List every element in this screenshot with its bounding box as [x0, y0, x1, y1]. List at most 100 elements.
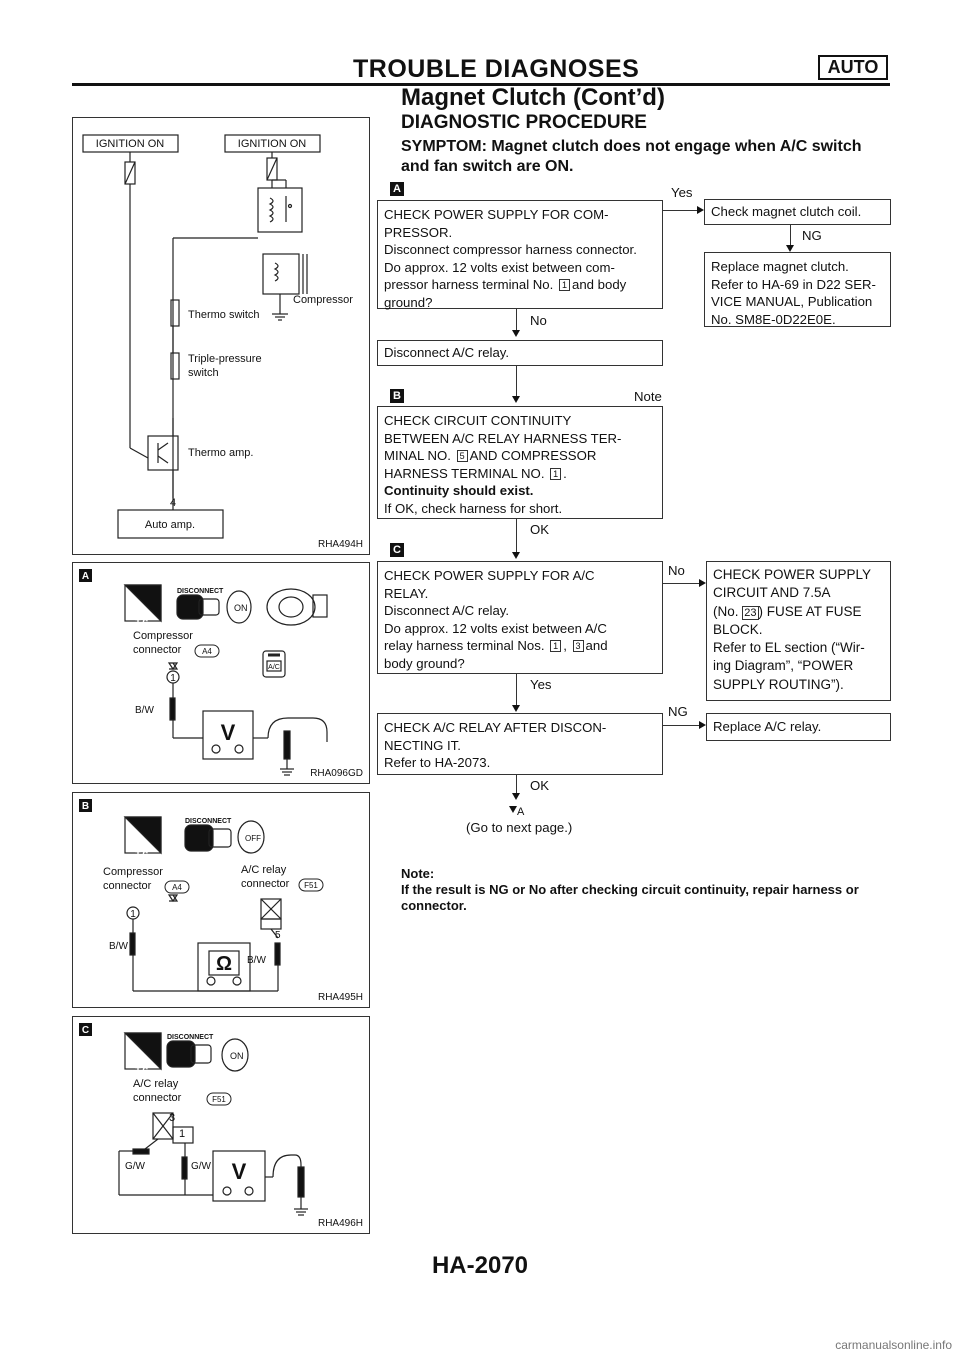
no-label: No	[530, 313, 547, 328]
flow-connector	[663, 725, 699, 726]
flow-connector	[790, 225, 791, 245]
disconnect-relay-box: Disconnect A/C relay.	[377, 340, 663, 366]
box-line: ground?	[384, 294, 433, 310]
ignition-on-label: ON	[230, 1051, 244, 1061]
arrow-down-icon	[512, 793, 520, 800]
relay-connector-code: F51	[304, 881, 318, 890]
ts-label: T.S.	[135, 850, 151, 860]
wire-color-2: B/W	[247, 955, 266, 966]
ng-label: NG	[668, 704, 688, 719]
box-line: CHECK POWER SUPPLY	[713, 567, 872, 582]
ign-label-2: IGNITION ON	[238, 138, 307, 150]
box-line: Refer to HA-69 in D22 SER-	[711, 276, 876, 292]
box-line: Disconnect A/C relay.	[384, 603, 510, 618]
arrow-down-icon	[512, 330, 520, 337]
flow-connector	[516, 366, 517, 396]
flow-connector	[516, 309, 517, 332]
arrow-down-icon	[512, 396, 520, 403]
ok-label: OK	[530, 778, 550, 793]
step-marker-b: B	[390, 389, 404, 403]
figure-c-svg: C T.S.	[79, 1023, 308, 1216]
text-part: and body	[571, 277, 627, 292]
box-line: If OK, check harness for short.	[384, 500, 563, 516]
flow-connector	[663, 210, 697, 211]
box-line: Do approx. 12 volts exist between com-	[384, 259, 615, 275]
figure-c-marker: C	[82, 1025, 89, 1036]
box-line: Do approx. 12 volts exist between A/C	[384, 620, 607, 636]
box-line: SUPPLY ROUTING”).	[713, 676, 844, 692]
note-text: If the result is NG or No after checking…	[401, 882, 859, 913]
flow-connector	[516, 775, 517, 795]
thermo-amp-label: Thermo amp.	[188, 447, 253, 459]
relay-connector-code: F51	[212, 1095, 226, 1104]
wiring-diagram-svg: IGNITION ON IGNITION ON Compressor Therm…	[82, 134, 353, 539]
auto-amp-pin: 4	[170, 497, 176, 509]
replace-relay-box: Replace A/C relay.	[706, 713, 891, 741]
disconnect-label: DISCONNECT	[167, 1034, 214, 1041]
box-line: CHECK A/C RELAY AFTER DISCON-	[384, 720, 607, 735]
text-part: AND COMPRESSOR	[469, 448, 597, 463]
ng-label: NG	[802, 228, 822, 243]
text-part: relay harness terminal Nos.	[384, 638, 545, 653]
thermo-switch-label: Thermo switch	[188, 309, 260, 321]
ts-label: T.S.	[135, 1066, 151, 1076]
text-part: .	[563, 465, 567, 481]
yes-label: Yes	[671, 185, 693, 200]
goto-letter: A	[517, 806, 525, 818]
box-line: HARNESS TERMINAL NO. 1.	[384, 465, 656, 483]
voltmeter-symbol: V	[232, 1159, 247, 1184]
text-part: (No.	[713, 603, 739, 619]
compressor-connector-label: connector	[103, 880, 152, 892]
box-line: BLOCK.	[713, 621, 763, 637]
box-line: (No. 23) FUSE AT FUSE	[713, 603, 884, 621]
terminal-number-1: 1	[130, 909, 136, 920]
box-line: PRESSOR.	[384, 224, 453, 240]
no-label: No	[668, 563, 685, 578]
page-subtitle: Magnet Clutch (Cont’d)	[401, 84, 665, 111]
connector-code: A4	[202, 647, 212, 656]
ok-label: OK	[530, 522, 550, 537]
connector-label: connector	[133, 644, 182, 656]
wire-color-2: G/W	[191, 1161, 212, 1172]
figure-code: RHA494H	[317, 539, 363, 550]
wiring-diagram-figure: IGNITION ON IGNITION ON Compressor Therm…	[72, 117, 370, 555]
box-line: BETWEEN A/C RELAY HARNESS TER-	[384, 430, 622, 446]
text-part: ,	[563, 638, 567, 653]
figure-b: B T.S. DISCONNECT OFF	[72, 792, 370, 1008]
compressor-label: Compressor	[293, 294, 353, 306]
figure-b-marker: B	[82, 801, 89, 812]
wire-color-1: B/W	[109, 941, 128, 952]
arrow-right-icon	[699, 579, 706, 587]
arrow-down-icon	[512, 552, 520, 559]
relay-label: A/C relay	[241, 864, 287, 876]
footnote: Note: If the result is NG or No after ch…	[401, 866, 891, 914]
figure-b-svg: B T.S. DISCONNECT OFF	[79, 799, 324, 992]
flow-connector	[516, 674, 517, 707]
terminal-number: 3	[572, 640, 584, 652]
voltmeter-symbol: V	[221, 720, 236, 745]
check-coil-box: Check magnet clutch coil.	[704, 199, 891, 225]
terminal-number: 1	[558, 279, 570, 291]
symptom-text: SYMPTOM: Magnet clutch does not engage w…	[401, 138, 862, 175]
goto-next-page: (Go to next page.)	[466, 820, 573, 835]
box-line: CHECK POWER SUPPLY FOR COM-	[384, 207, 609, 222]
wire-color: B/W	[135, 705, 154, 716]
text-part: and	[585, 638, 608, 653]
terminal-number-1: 1	[179, 1128, 185, 1140]
text-part: HARNESS TERMINAL NO.	[384, 465, 545, 481]
model-badge: AUTO	[818, 55, 888, 80]
box-line: NECTING IT.	[384, 737, 461, 753]
compressor-label: Compressor	[103, 866, 163, 878]
check-relay-box: CHECK A/C RELAY AFTER DISCON- NECTING IT…	[377, 713, 663, 775]
box-line: RELAY.	[384, 585, 429, 601]
section-title: DIAGNOSTIC PROCEDURE	[401, 112, 647, 133]
box-line: Refer to EL section (“Wir-	[713, 640, 865, 656]
relay-label: A/C relay	[133, 1078, 179, 1090]
compressor-connector-code: A4	[172, 883, 182, 892]
compressor-label: Compressor	[133, 630, 193, 642]
yes-label: Yes	[530, 677, 552, 692]
figure-c: C T.S.	[72, 1016, 370, 1234]
terminal-number: 1	[550, 467, 562, 480]
